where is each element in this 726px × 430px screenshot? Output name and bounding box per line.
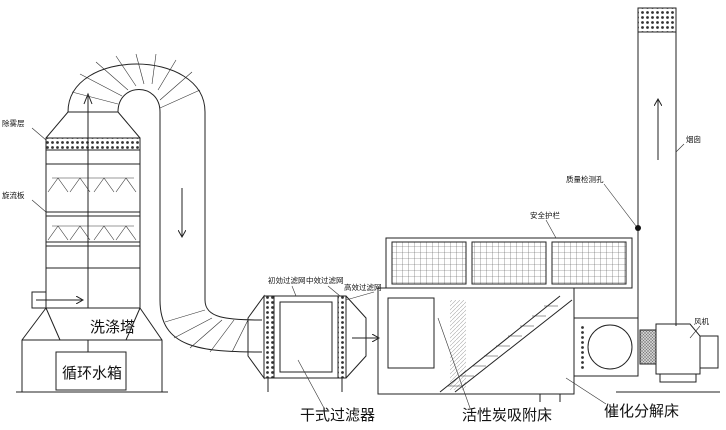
dry-filter (247, 294, 378, 392)
fan-unit (616, 323, 720, 393)
chimney (635, 7, 677, 326)
label-carbon-bed: 活性炭吸附床 (462, 406, 552, 424)
label-sampling-hole: 质量检测孔 (566, 174, 604, 184)
label-hepa-filter: 高效过滤网 (344, 282, 382, 292)
label-medium-filter: 中效过滤网 (306, 275, 344, 285)
label-catalytic-bed: 催化分解床 (604, 402, 679, 420)
labels: 除雾层 旋流板 洗涤塔 循环水箱 初効过滤网 中效过滤网 高效过滤网 干式过滤器… (2, 118, 709, 424)
leader-lines (31, 127, 701, 409)
label-scrubber: 洗涤塔 (90, 318, 135, 336)
adsorption-unit (377, 237, 639, 402)
label-fan: 风机 (694, 316, 709, 326)
label-dry-filter: 干式过滤器 (300, 406, 375, 424)
label-guardrail: 安全护栏 (530, 210, 560, 220)
label-tank: 循环水箱 (62, 364, 122, 382)
label-demister: 除雾层 (2, 118, 25, 128)
label-spinner: 旋流板 (2, 190, 25, 200)
label-chimney: 烟囱 (686, 134, 701, 144)
label-primary-filter: 初効过滤网 (268, 275, 306, 285)
scrubber-tower (16, 92, 168, 393)
connecting-duct (67, 53, 263, 353)
